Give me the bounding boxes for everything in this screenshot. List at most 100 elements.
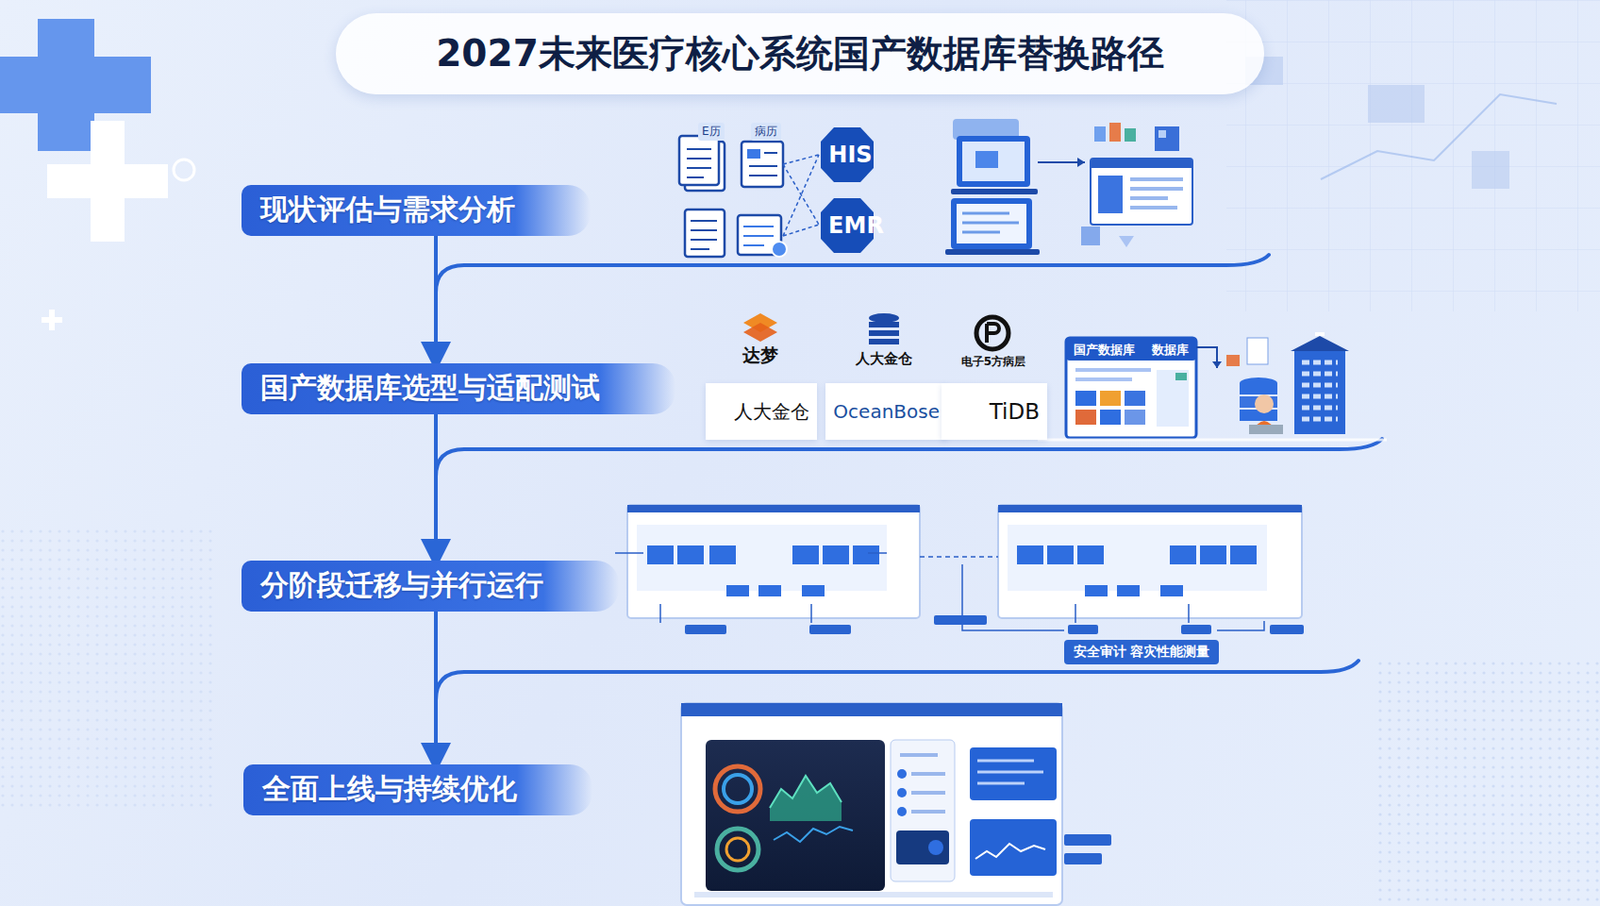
drawing-shape <box>1075 369 1151 380</box>
drawing-shape <box>627 504 920 618</box>
drawing-shape <box>945 249 1040 255</box>
stage-label: 现状评估与需求分析 <box>241 184 591 236</box>
drawing-shape <box>749 152 778 176</box>
drawing-shape <box>975 843 1046 859</box>
drawing-shape <box>741 141 784 187</box>
node-text: 分阶段迁移与并行运行 <box>260 566 544 603</box>
drawing-shape <box>1247 337 1268 365</box>
icon-label: 病历 <box>750 122 782 141</box>
drawing-shape <box>1320 94 1557 180</box>
drawing-shape <box>1124 390 1146 406</box>
drawing-shape <box>998 504 1302 618</box>
drawing-shape <box>1100 390 1121 406</box>
drawing-shape <box>897 787 907 798</box>
drawing-shape <box>1124 128 1136 142</box>
drawing-shape <box>0 528 217 812</box>
drawing-shape <box>998 504 1302 513</box>
drawing-shape <box>962 213 1019 233</box>
drawing-shape <box>896 830 950 865</box>
drawing-shape <box>1200 545 1227 565</box>
drawing-shape <box>690 220 717 250</box>
drawing-shape <box>435 254 1269 293</box>
drawing-shape <box>705 739 885 891</box>
migration-screens <box>627 504 1302 618</box>
drawing-shape <box>1007 524 1267 591</box>
node-text: EMR <box>828 212 884 239</box>
drawing-shape <box>716 828 759 870</box>
document-icons <box>679 135 819 257</box>
drawing-shape <box>1090 158 1193 225</box>
drawing-shape <box>1116 584 1140 597</box>
node-text: 全面上线与持续优化 <box>262 770 517 807</box>
drawing-shape <box>435 438 1383 477</box>
flow-arrow <box>433 235 438 361</box>
drawing-shape <box>820 127 874 183</box>
node-text: HIS <box>828 141 872 168</box>
drawing-shape <box>1377 660 1600 906</box>
vendor-logo: 人大金仓 <box>843 343 925 368</box>
drawing-shape <box>726 837 750 861</box>
drawing-shape <box>1016 545 1044 565</box>
drawing-shape <box>747 149 761 159</box>
drawing-shape <box>1226 354 1240 367</box>
drawing-shape <box>1196 347 1217 368</box>
hospital-building <box>1290 332 1350 434</box>
drawing-shape <box>709 545 736 565</box>
drawing-shape <box>868 330 900 336</box>
system-hexagon: HIS <box>820 127 881 183</box>
drawing-shape <box>1230 545 1257 565</box>
database-box: TiDB <box>941 383 1048 440</box>
drawing-shape <box>435 254 1383 700</box>
drawing-shape <box>1181 624 1212 634</box>
drawing-shape <box>1269 624 1304 634</box>
drawing-shape <box>1154 126 1180 151</box>
node-text: 现状评估与需求分析 <box>260 191 516 228</box>
drawing-shape <box>897 768 907 779</box>
title-text: 2027未来医疗核心系统国产数据库替换路径 <box>435 28 1165 80</box>
node-text: OceanBose <box>833 400 940 423</box>
drawing-shape <box>897 806 907 817</box>
node-text: 国产数据库选型与适配测试 <box>260 369 600 406</box>
flow-arrow <box>433 611 438 762</box>
drawing-shape <box>1100 409 1121 425</box>
drawing-shape <box>435 660 1359 700</box>
system-hexagon: EMR <box>820 198 892 253</box>
drawing-shape <box>928 839 944 855</box>
drawing-shape <box>47 120 168 242</box>
drawing-shape <box>1124 409 1146 425</box>
drawing-shape <box>783 154 819 236</box>
dashboard <box>681 702 1112 905</box>
flow-arrow <box>433 414 438 558</box>
drawing-shape <box>1077 157 1085 167</box>
node-text: 人大金仓 <box>733 399 810 425</box>
drawing-shape <box>1249 424 1284 434</box>
drawing-shape <box>771 241 787 257</box>
node-text: 达梦 <box>742 343 779 368</box>
drawing-shape <box>1245 56 1557 189</box>
drawing-shape <box>686 149 712 178</box>
drawing-shape <box>1094 126 1106 142</box>
drawing-shape <box>1471 150 1510 189</box>
drawing-shape <box>1075 409 1097 425</box>
drawing-shape <box>743 322 778 342</box>
drawing-shape <box>1216 620 1265 631</box>
drawing-shape <box>868 321 900 328</box>
drawing-shape <box>1066 337 1197 438</box>
drawing-shape <box>1067 624 1099 634</box>
drawing-shape <box>956 135 1031 187</box>
drawing-shape <box>868 338 900 345</box>
drawing-shape <box>1118 235 1134 248</box>
drawing-shape <box>615 552 1265 631</box>
drawing-shape <box>1077 545 1104 565</box>
monitor-illustration <box>945 118 1193 255</box>
drawing-shape <box>1158 130 1167 138</box>
stage-label: 全面上线与持续优化 <box>243 764 593 816</box>
drawing-shape <box>969 747 1057 800</box>
stage-label: 国产数据库选型与适配测试 <box>241 363 676 415</box>
drawing-shape <box>969 818 1057 876</box>
drawing-shape <box>769 775 842 808</box>
drawing-shape <box>792 545 819 565</box>
drawing-shape <box>1064 833 1112 846</box>
